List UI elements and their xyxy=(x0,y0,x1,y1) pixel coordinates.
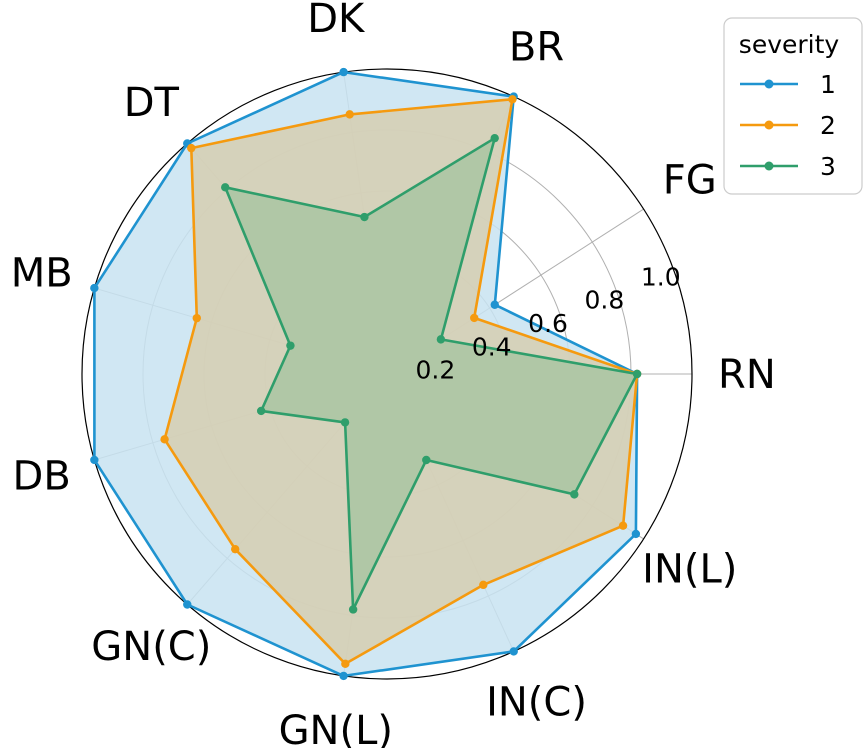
series-point-1 xyxy=(183,600,192,609)
series-point-2 xyxy=(187,143,196,153)
series-point-2 xyxy=(479,580,488,590)
series-point-3 xyxy=(490,133,499,143)
axis-label: GN(C) xyxy=(91,624,211,670)
series-point-3 xyxy=(422,455,431,465)
series-point-3 xyxy=(221,183,230,192)
series-point-1 xyxy=(631,529,641,539)
radial-tick-label: 0.6 xyxy=(528,309,568,338)
legend-label-3: 3 xyxy=(820,152,836,181)
series-fill-3 xyxy=(225,138,638,610)
legend-marker-2 xyxy=(764,120,774,130)
series-point-2 xyxy=(618,521,628,530)
series-point-2 xyxy=(508,95,517,104)
legend-marker-3 xyxy=(764,161,774,171)
radial-tick-label: 0.2 xyxy=(415,356,455,385)
legend-frame xyxy=(723,17,863,195)
series-point-3 xyxy=(348,605,358,614)
series-point-2 xyxy=(231,544,240,554)
series-point-1 xyxy=(90,283,99,293)
legend: severity 1 2 3 xyxy=(723,17,863,195)
radar-series xyxy=(90,67,642,681)
axis-label: GN(L) xyxy=(279,708,393,748)
series-point-1 xyxy=(339,67,348,77)
radial-tick-label: 0.4 xyxy=(472,332,512,361)
legend-label-2: 2 xyxy=(820,111,836,140)
series-line-1 xyxy=(93,70,639,678)
series-point-2 xyxy=(160,435,169,444)
axis-label: IN(L) xyxy=(642,547,737,593)
series-point-2 xyxy=(341,659,350,669)
series-point-2 xyxy=(192,313,201,323)
series-point-1 xyxy=(509,647,518,656)
axis-label: DB xyxy=(13,453,71,499)
series-line-2 xyxy=(163,98,639,666)
axis-label: DT xyxy=(124,80,180,126)
series-point-2 xyxy=(345,110,354,119)
series-point-3 xyxy=(286,341,295,350)
axis-label: FG xyxy=(663,157,717,203)
radial-tick-label: 1.0 xyxy=(641,262,681,291)
series-point-3 xyxy=(632,369,642,379)
series-point-2 xyxy=(470,313,479,323)
series-point-3 xyxy=(570,490,579,499)
series-point-3 xyxy=(340,418,350,427)
series-point-1 xyxy=(90,455,99,465)
legend-label-1: 1 xyxy=(820,70,836,99)
legend-items: 1 2 3 xyxy=(740,70,836,181)
series-point-3 xyxy=(360,212,369,222)
axis-label: MB xyxy=(11,251,73,297)
axis-label: DK xyxy=(307,0,366,42)
legend-marker-1 xyxy=(764,79,774,89)
axis-label: RN xyxy=(718,352,776,398)
series-point-1 xyxy=(339,671,348,681)
series-point-3 xyxy=(256,406,266,416)
polar-frame xyxy=(81,68,693,680)
axis-label: BR xyxy=(509,25,564,71)
series-point-3 xyxy=(436,335,446,344)
radar-labels: RN FG BR DK DT MB DB GN(C) GN(L) IN(C) IN(L) 0.2 0.4… xyxy=(11,0,776,748)
axis-label: IN(C) xyxy=(486,679,587,725)
series-line-3 xyxy=(223,136,639,611)
legend-title: severity xyxy=(739,30,840,59)
series-point-1 xyxy=(490,300,499,309)
radial-tick-label: 0.8 xyxy=(585,286,625,315)
